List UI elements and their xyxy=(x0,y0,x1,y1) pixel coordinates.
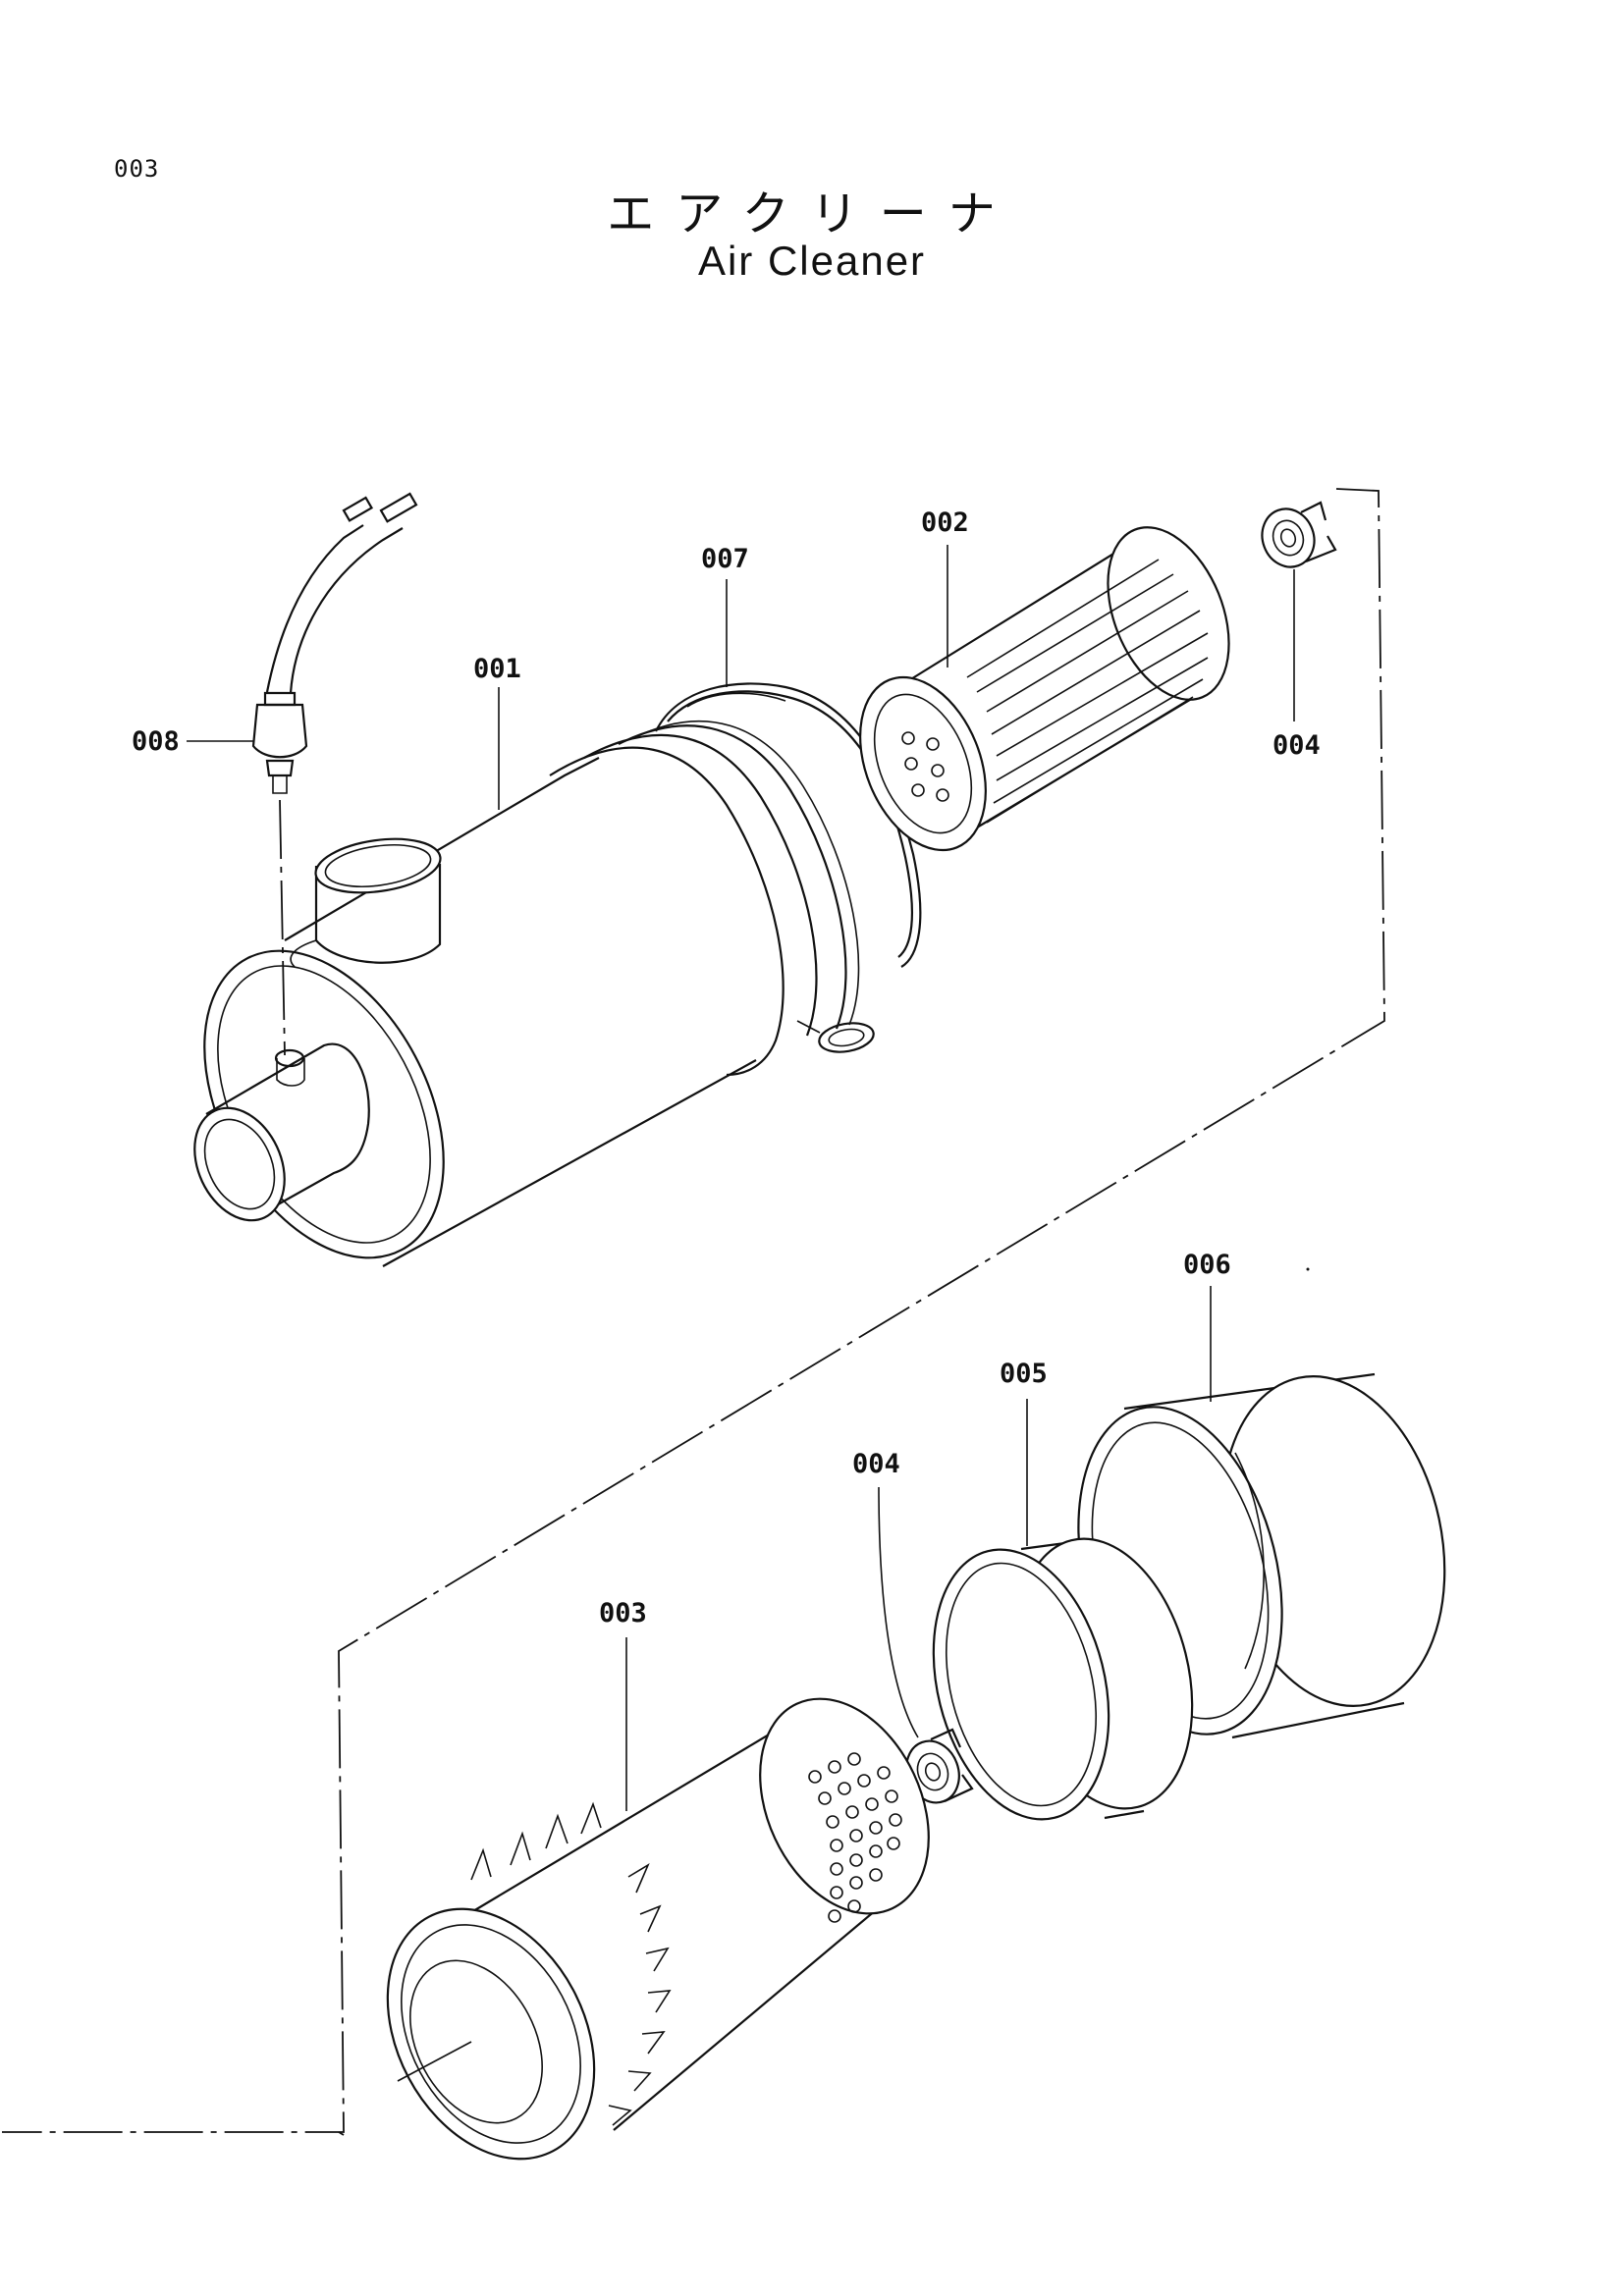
outer-element-003 xyxy=(386,1697,930,2161)
callout-002: 002 xyxy=(921,507,969,538)
title-japanese: エアクリーナ xyxy=(607,187,1017,241)
callout-004-upper: 004 xyxy=(1272,730,1321,761)
speck-dot xyxy=(1306,1267,1310,1271)
assembly-boundary-lower xyxy=(338,2131,345,2136)
callout-005: 005 xyxy=(1000,1359,1048,1389)
callout-007: 007 xyxy=(701,544,749,574)
band-005 xyxy=(932,1537,1194,1821)
callout-001: 001 xyxy=(473,654,521,684)
indicator-switch-008 xyxy=(251,492,418,794)
callout-006: 006 xyxy=(1183,1250,1231,1280)
install-line-008 xyxy=(279,799,286,1056)
wing-nut-004-upper xyxy=(1261,501,1337,568)
inner-element-002 xyxy=(859,526,1230,852)
callout-004-lower: 004 xyxy=(852,1449,900,1479)
page-number: 003 xyxy=(114,155,160,183)
perforation-pattern xyxy=(808,1752,902,1923)
assembly-boundary-line xyxy=(2,488,1385,2133)
callout-008: 008 xyxy=(132,726,180,757)
housing-001 xyxy=(193,720,875,1267)
callout-003: 003 xyxy=(599,1598,647,1629)
title-english: Air Cleaner xyxy=(697,238,927,284)
leader-004-lower xyxy=(878,1486,919,1738)
